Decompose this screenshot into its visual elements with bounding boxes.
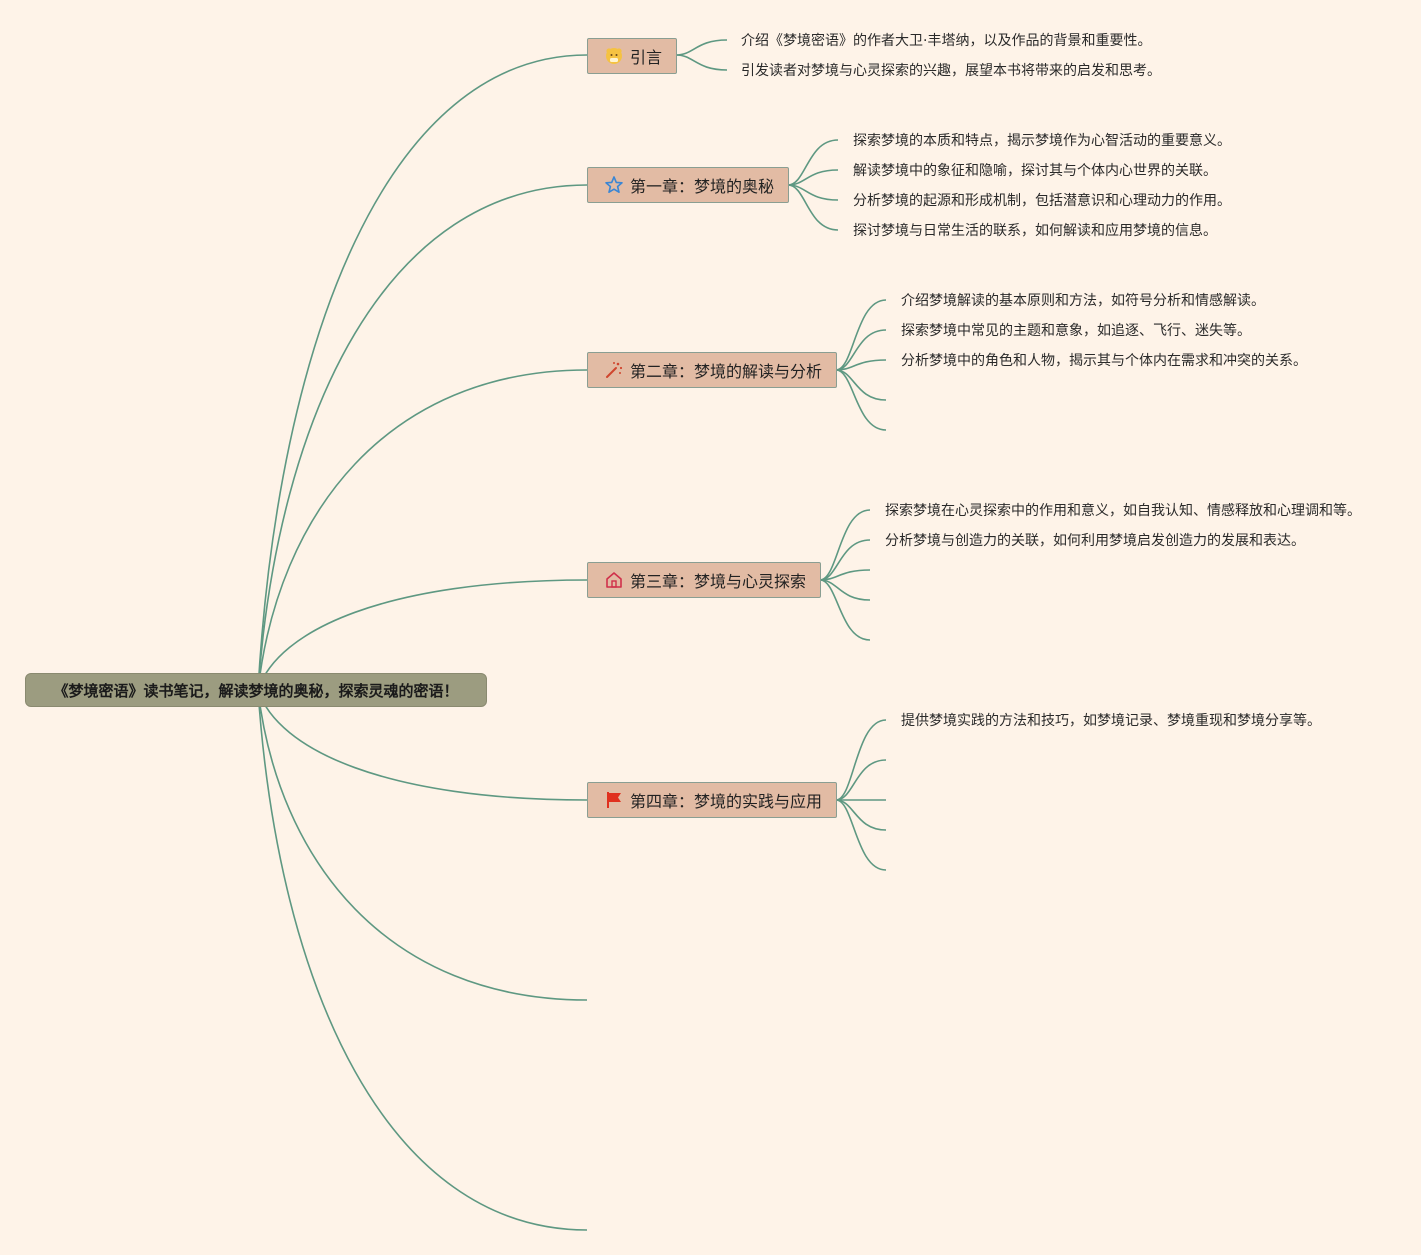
magic-wand-icon — [604, 360, 624, 380]
subtopic-connector — [787, 184, 839, 231]
topic-chapter-1[interactable]: 第一章：梦境的奥秘 — [587, 167, 790, 203]
subtopic-connector — [675, 54, 728, 71]
flag-icon — [604, 790, 624, 810]
branch-connector — [257, 184, 588, 691]
branch-connector — [257, 689, 588, 1231]
subtopic-connector — [835, 759, 887, 801]
topic-intro[interactable]: 引言 — [587, 38, 678, 74]
subtopic-connector — [835, 799, 887, 871]
topic-label: 第二章：梦境的解读与分析 — [630, 362, 823, 381]
subtopic-connector — [819, 509, 871, 581]
topic-chapter-3[interactable]: 第三章：梦境与心灵探索 — [587, 562, 822, 598]
branch-connector — [257, 369, 588, 691]
central-topic-label: 《梦境密语》读书笔记，解读梦境的奥秘，探索灵魂的密语！ — [53, 681, 459, 700]
subtopic-intro-1[interactable]: 介绍《梦境密语》的作者大卫·丰塔纳，以及作品的背景和重要性。 — [741, 33, 1152, 49]
star-icon — [604, 175, 624, 195]
subtopic-ch2-1[interactable]: 介绍梦境解读的基本原则和方法，如符号分析和情感解读。 — [901, 293, 1265, 309]
subtopic-connector — [819, 579, 871, 641]
subtopic-connector — [835, 369, 887, 431]
subtopic-ch3-2[interactable]: 分析梦境与创造力的关联，如何利用梦境启发创造力的发展和表达。 — [885, 533, 1305, 549]
subtopic-ch1-1[interactable]: 探索梦境的本质和特点，揭示梦境作为心智活动的重要意义。 — [853, 133, 1231, 149]
branch-connector — [257, 689, 588, 801]
topic-label: 第四章：梦境的实践与应用 — [630, 792, 823, 811]
subtopic-ch1-4[interactable]: 探讨梦境与日常生活的联系，如何解读和应用梦境的信息。 — [853, 223, 1217, 239]
subtopic-ch1-2[interactable]: 解读梦境中的象征和隐喻，探讨其与个体内心世界的关联。 — [853, 163, 1217, 179]
branch-connector — [257, 54, 588, 691]
subtopic-ch2-3[interactable]: 分析梦境中的角色和人物，揭示其与个体内在需求和冲突的关系。 — [901, 353, 1307, 369]
topic-chapter-4[interactable]: 第四章：梦境的实践与应用 — [587, 782, 838, 818]
subtopic-intro-2[interactable]: 引发读者对梦境与心灵探索的兴趣，展望本书将带来的启发和思考。 — [741, 63, 1161, 79]
home-icon — [604, 570, 624, 590]
subtopic-ch1-3[interactable]: 分析梦境的起源和形成机制，包括潜意识和心理动力的作用。 — [853, 193, 1231, 209]
topic-chapter-2[interactable]: 第二章：梦境的解读与分析 — [587, 352, 838, 388]
subtopic-ch3-1[interactable]: 探索梦境在心灵探索中的作用和意义，如自我认知、情感释放和心理调和等。 — [885, 503, 1361, 519]
subtopic-connector — [835, 299, 887, 371]
central-topic[interactable]: 《梦境密语》读书笔记，解读梦境的奥秘，探索灵魂的密语！ — [25, 673, 487, 707]
subtopic-connector — [787, 139, 839, 186]
subtopic-connector — [835, 359, 887, 371]
bear-sticker-icon — [604, 46, 624, 66]
subtopic-connector — [675, 39, 728, 56]
subtopic-ch2-2[interactable]: 探索梦境中常见的主题和意象，如追逐、飞行、迷失等。 — [901, 323, 1251, 339]
subtopic-connector — [835, 719, 887, 801]
topic-label: 第三章：梦境与心灵探索 — [630, 572, 807, 591]
branch-connector — [257, 689, 588, 1001]
topic-label: 引言 — [630, 48, 663, 67]
branch-connector — [257, 579, 588, 691]
topic-label: 第一章：梦境的奥秘 — [630, 177, 775, 196]
subtopic-ch4-1[interactable]: 提供梦境实践的方法和技巧，如梦境记录、梦境重现和梦境分享等。 — [901, 713, 1321, 729]
